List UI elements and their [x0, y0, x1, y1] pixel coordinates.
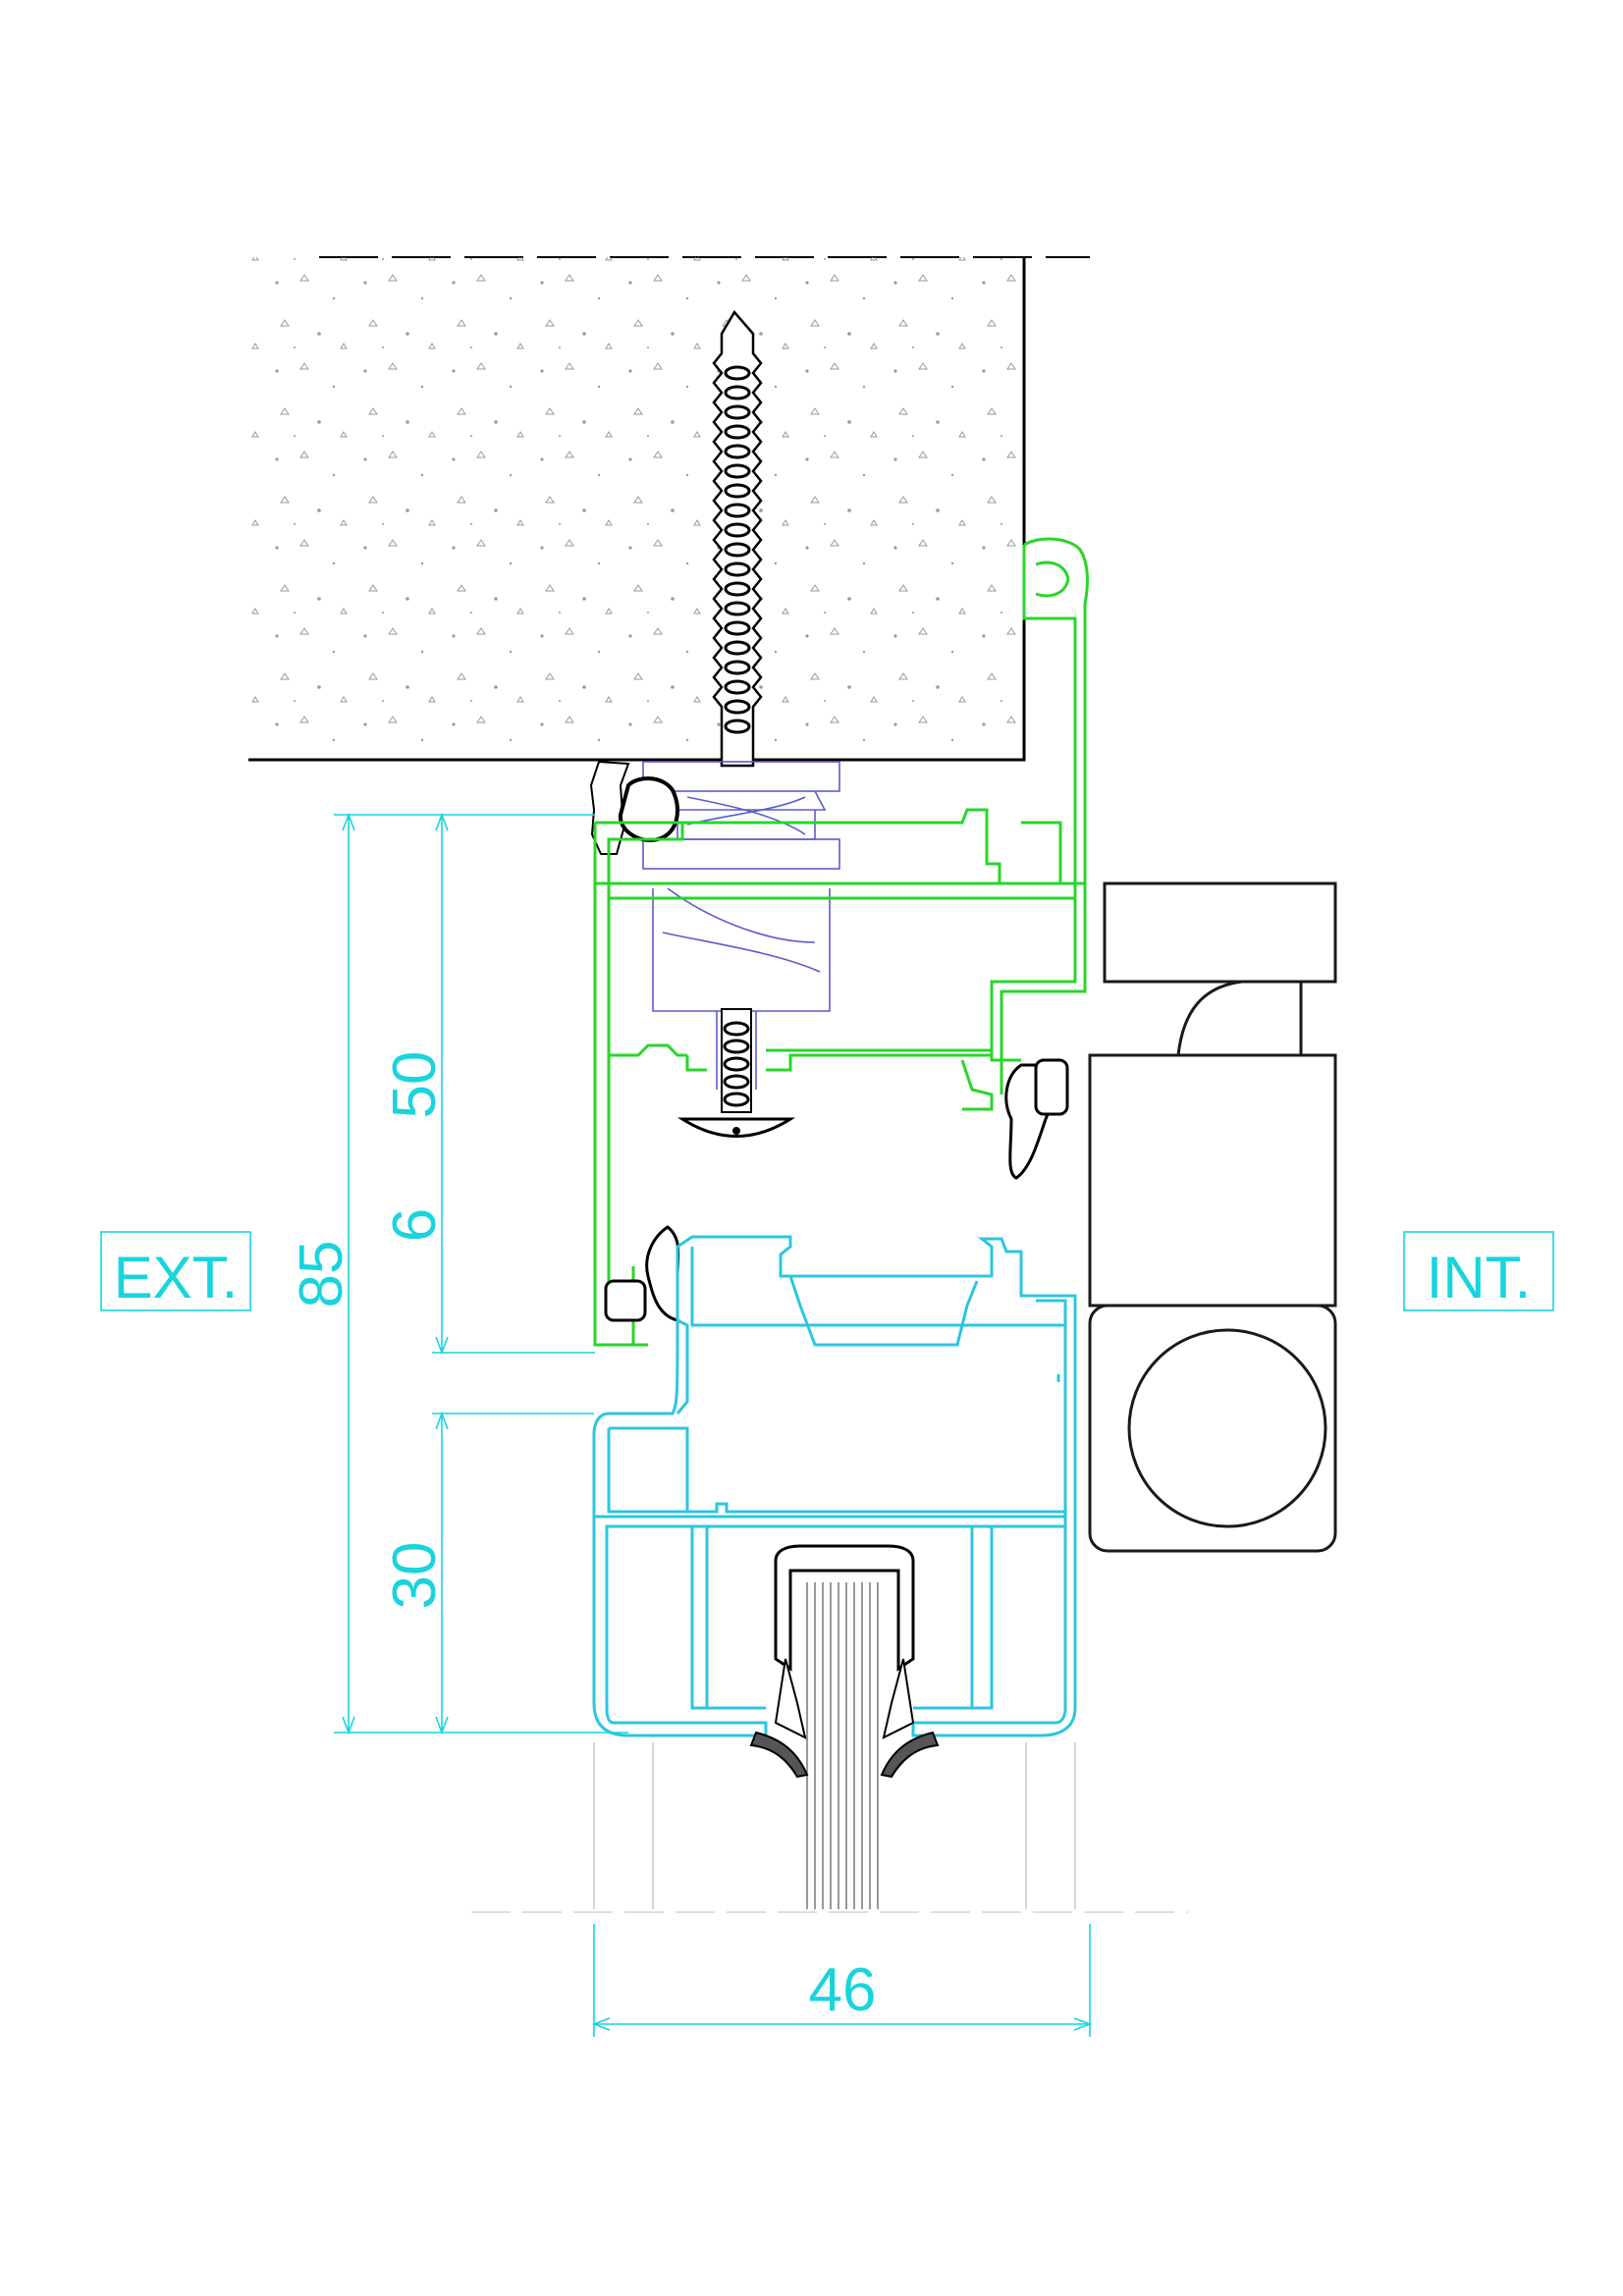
dimension-lines: [100, 812, 1554, 2037]
interior-label: INT.: [1427, 1245, 1532, 1310]
sash-profile: [592, 1235, 1077, 1737]
screw-icon: [676, 1008, 796, 1138]
glass-extension-lines: [471, 1742, 1188, 1913]
overall-height-dimension: 85: [288, 1241, 355, 1308]
exterior-label: EXT.: [114, 1245, 239, 1310]
sash-height-dimension: 50: [381, 1051, 449, 1119]
frame-profile: [593, 537, 1089, 1347]
frame-depth-dimension: 46: [809, 1956, 877, 2024]
wall-lintel: [248, 256, 1090, 762]
gasket-icon: [604, 1058, 1069, 1322]
glazing-unit: [749, 1544, 940, 1909]
overlap-dimension: 6: [381, 1208, 449, 1242]
handle-icon: [1088, 881, 1337, 1553]
frame-height-dimension: 30: [381, 1542, 449, 1610]
screw-icon: [712, 309, 763, 768]
